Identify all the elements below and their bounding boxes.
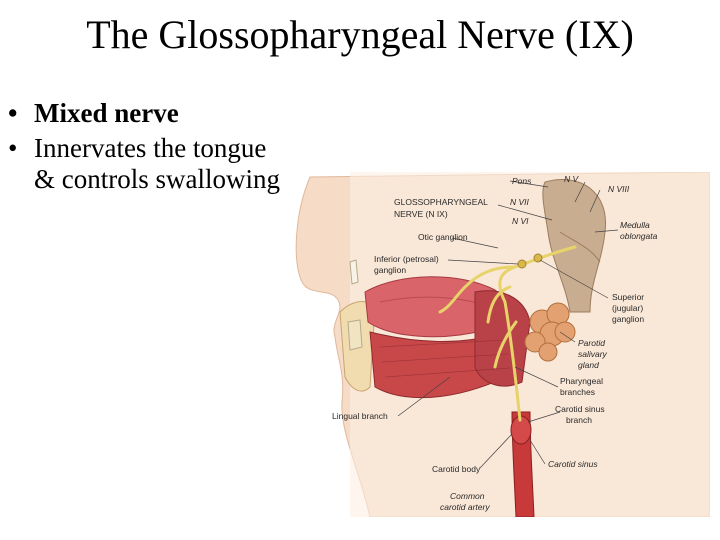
slide-title: The Glossopharyngeal Nerve (IX) xyxy=(86,12,634,57)
glossopharyngeal-anatomy-figure: Pons N V N VIII GLOSSOPHARYNGEAL NERVE (… xyxy=(295,172,710,517)
pharynx-muscles xyxy=(474,290,531,387)
label-medulla-2: oblongata xyxy=(620,231,658,241)
nerve-ganglia xyxy=(517,253,543,269)
brainstem-shading xyxy=(559,231,601,263)
label-otic-ganglion: Otic ganglion xyxy=(418,232,468,242)
label-common-2: carotid artery xyxy=(440,502,490,512)
label-n-viii: N VIII xyxy=(608,184,630,194)
label-carotid-sinus-branch-2: branch xyxy=(566,415,592,425)
label-carotid-body: Carotid body xyxy=(432,464,481,474)
label-n-v: N V xyxy=(564,174,580,184)
tooth-lower xyxy=(347,319,363,351)
parotid-gland xyxy=(524,302,576,362)
label-pharyngeal-2: branches xyxy=(560,387,595,397)
label-superior-3: ganglion xyxy=(612,314,644,324)
label-n-vi: N VI xyxy=(512,216,529,226)
label-inferior-2: ganglion xyxy=(374,265,406,275)
label-carotid-sinus: Carotid sinus xyxy=(548,459,598,469)
label-parotid-3: gland xyxy=(578,360,599,370)
label-inferior-1: Inferior (petrosal) xyxy=(374,254,439,264)
label-common-1: Common xyxy=(450,491,485,501)
label-pharyngeal-1: Pharyngeal xyxy=(560,376,603,386)
bullet-list: Mixed nerve Innervates the tongue & cont… xyxy=(8,98,288,199)
label-parotid-1: Parotid xyxy=(578,338,605,348)
label-carotid-sinus-branch-1: Carotid sinus xyxy=(555,404,605,414)
label-glossopharyngeal-2: NERVE (N IX) xyxy=(394,209,448,219)
label-pons: Pons xyxy=(512,176,532,186)
label-superior-1: Superior xyxy=(612,292,644,302)
tooth-upper xyxy=(349,259,359,285)
label-parotid-2: salivary xyxy=(578,349,608,359)
label-medulla-1: Medulla xyxy=(620,220,650,230)
label-n-vii: N VII xyxy=(510,197,530,207)
bullet-innervates: Innervates the tongue & controls swallow… xyxy=(8,133,288,195)
bullet-mixed-nerve: Mixed nerve xyxy=(8,98,288,129)
label-superior-2: (jugular) xyxy=(612,303,643,313)
label-glossopharyngeal-1: GLOSSOPHARYNGEAL xyxy=(394,197,488,207)
label-lingual-branch: Lingual branch xyxy=(332,411,388,421)
